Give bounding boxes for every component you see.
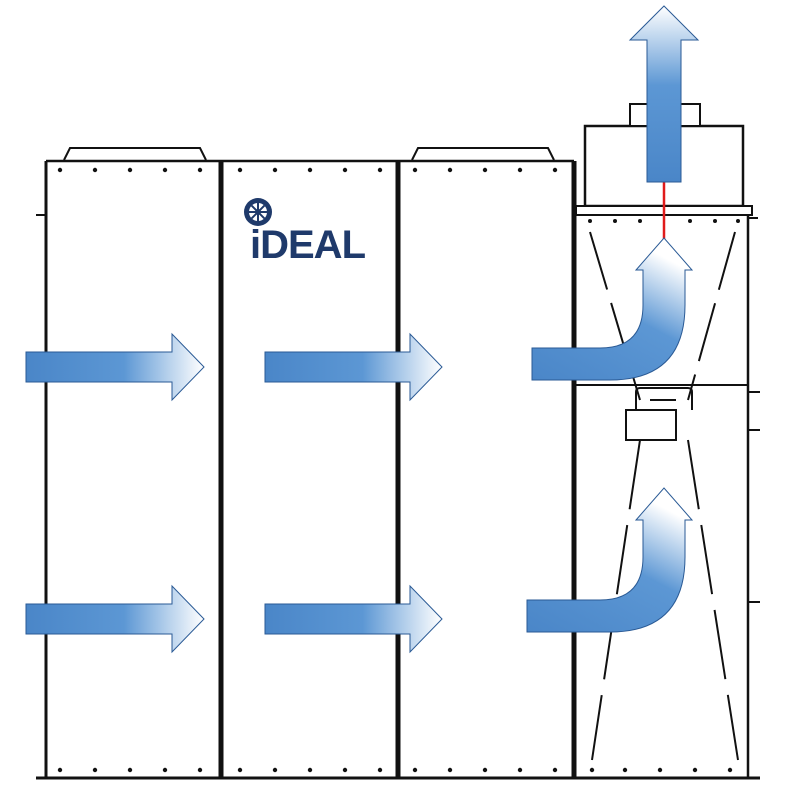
booth-structure: [36, 147, 760, 780]
flow-arrow-icon: [25, 332, 205, 402]
ideal-logo: iDEAL: [244, 198, 367, 267]
rivets: [57, 167, 740, 773]
flow-arrow-icon: [25, 584, 205, 654]
logo-text: iDEAL: [250, 223, 366, 267]
flow-arrow-icon: [264, 332, 443, 402]
flow-arrow-icon: [526, 487, 694, 633]
roof-cap-middle: [411, 147, 555, 161]
fan-motor-bracket: [635, 387, 693, 410]
flow-arrow-icon: [628, 5, 700, 183]
flow-arrow-icon: [264, 584, 443, 654]
airflow-arrows: [25, 5, 700, 654]
flow-arrow-icon: [531, 237, 694, 381]
roof-cap-left: [63, 147, 207, 161]
fan-motor: [625, 409, 677, 441]
wheel-icon: [244, 198, 272, 226]
